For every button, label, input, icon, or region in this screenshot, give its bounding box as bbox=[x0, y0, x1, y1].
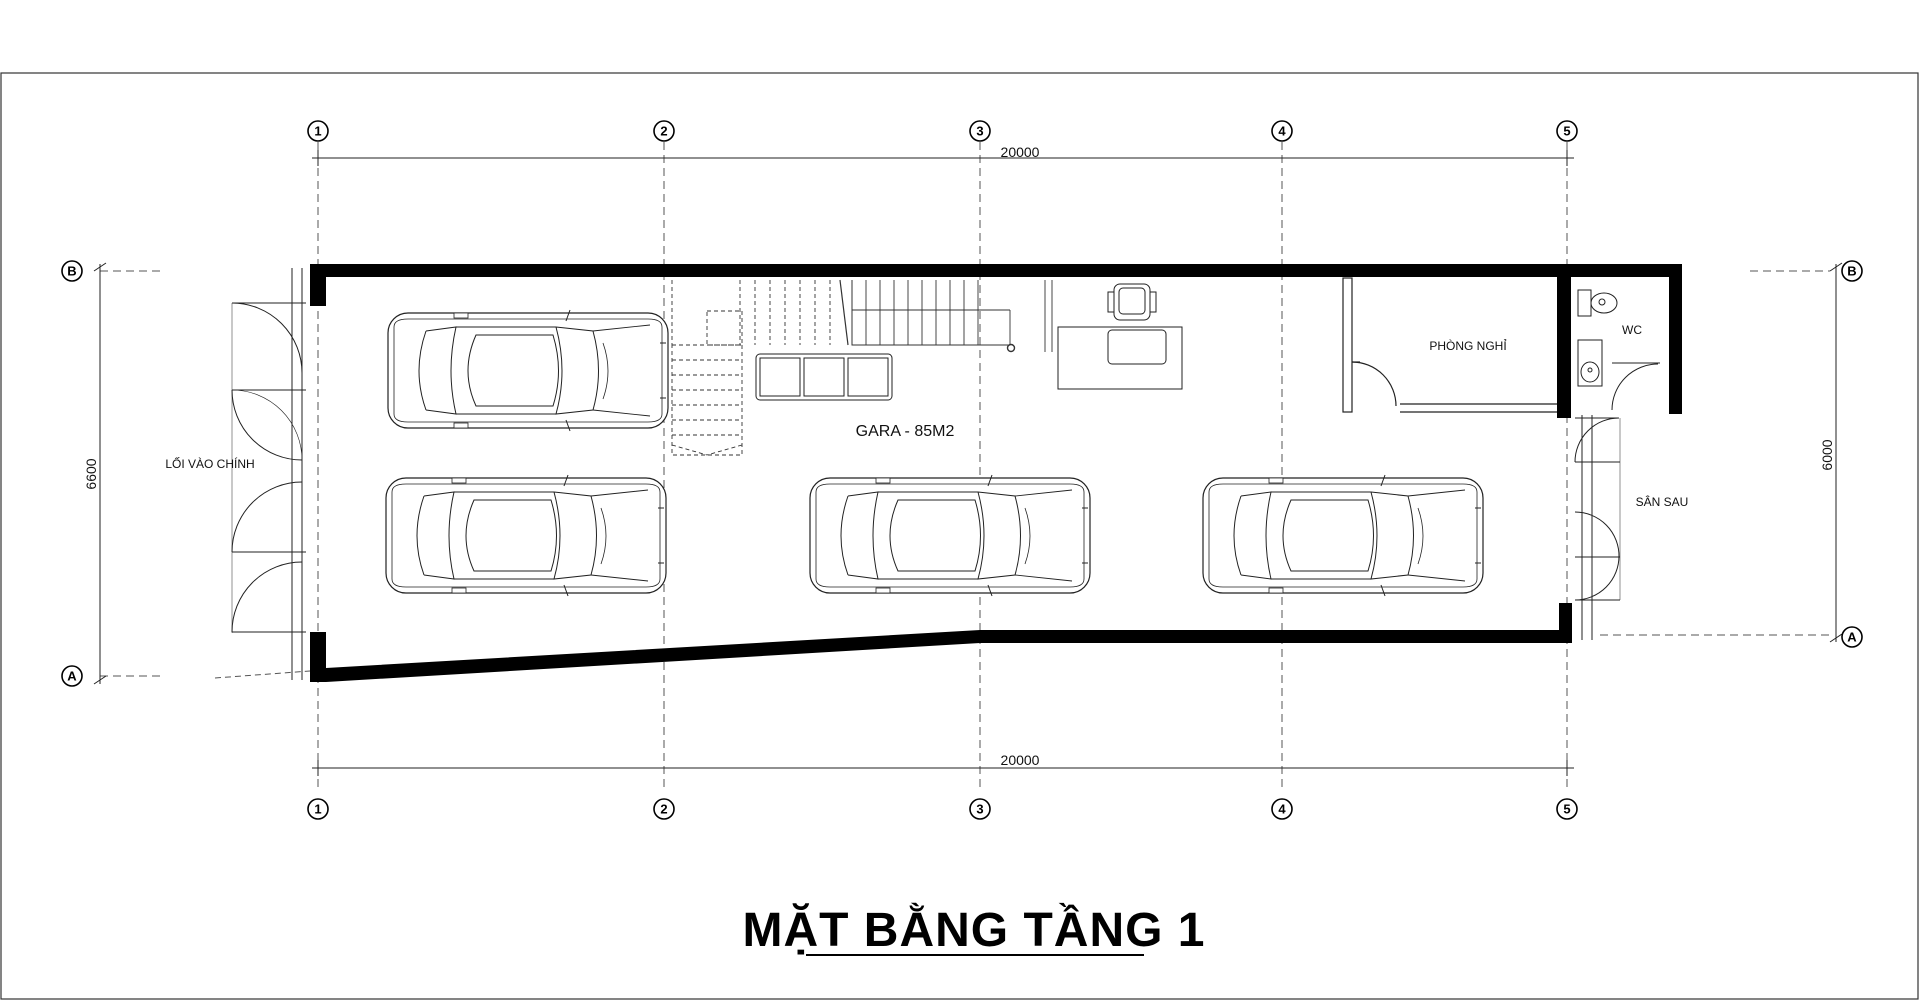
axis-col-5-bottom: 5 bbox=[1563, 802, 1570, 817]
car-icon bbox=[387, 309, 669, 432]
rest-room-label: PHÒNG NGHỈ bbox=[1429, 338, 1507, 353]
dim-top: 20000 bbox=[1001, 144, 1040, 160]
axis-row-a-left: A bbox=[67, 669, 77, 684]
axis-col-3-bottom: 3 bbox=[976, 802, 983, 817]
axis-col-2-bottom: 2 bbox=[660, 802, 667, 817]
chair-icon bbox=[1107, 283, 1157, 321]
axis-bubbles-top: 1 2 3 4 5 bbox=[307, 120, 1578, 142]
desk-icon bbox=[1057, 326, 1183, 390]
entrance-label: LỐI VÀO CHÍNH bbox=[165, 456, 254, 471]
axis-col-5-top: 5 bbox=[1563, 124, 1570, 139]
dim-bottom: 20000 bbox=[1001, 752, 1040, 768]
grid-lines bbox=[100, 142, 1830, 790]
axis-col-3-top: 3 bbox=[976, 124, 983, 139]
wc-fixtures bbox=[1577, 289, 1660, 411]
rest-room-walls bbox=[1342, 277, 1557, 413]
axis-bubbles-bottom: 1 2 3 4 5 bbox=[307, 798, 1578, 820]
stair-icon bbox=[671, 279, 1053, 456]
dim-right: 6000 bbox=[1819, 439, 1835, 470]
axis-col-4-bottom: 4 bbox=[1278, 802, 1286, 817]
toilet-icon bbox=[1577, 289, 1618, 317]
car-icon bbox=[809, 474, 1091, 597]
axis-col-2-top: 2 bbox=[660, 124, 667, 139]
entrance-doors bbox=[231, 302, 306, 633]
axis-row-b-left: B bbox=[67, 264, 76, 279]
axis-row-b-right: B bbox=[1847, 264, 1856, 279]
car-icon bbox=[385, 474, 667, 597]
drawing-title: MẶT BẰNG TẦNG 1 bbox=[743, 903, 1206, 957]
dim-left: 6600 bbox=[83, 458, 99, 489]
axis-col-1-bottom: 1 bbox=[314, 802, 321, 817]
cars bbox=[385, 309, 1484, 597]
sink-icon bbox=[1577, 339, 1603, 387]
car-icon bbox=[1202, 474, 1484, 597]
axis-row-a-right: A bbox=[1847, 630, 1857, 645]
garage-label: GARA - 85M2 bbox=[856, 423, 955, 440]
sheet-border bbox=[0, 72, 1919, 1000]
wc-label: WC bbox=[1622, 323, 1642, 337]
sofa-icon bbox=[755, 353, 893, 401]
axis-col-4-top: 4 bbox=[1278, 124, 1286, 139]
backyard-label: SÂN SAU bbox=[1636, 494, 1689, 509]
axis-col-1-top: 1 bbox=[314, 124, 321, 139]
axis-bubbles-rows: B A B A bbox=[61, 260, 1863, 687]
dimension-lines bbox=[93, 150, 1843, 776]
backyard-doors bbox=[1574, 417, 1621, 601]
